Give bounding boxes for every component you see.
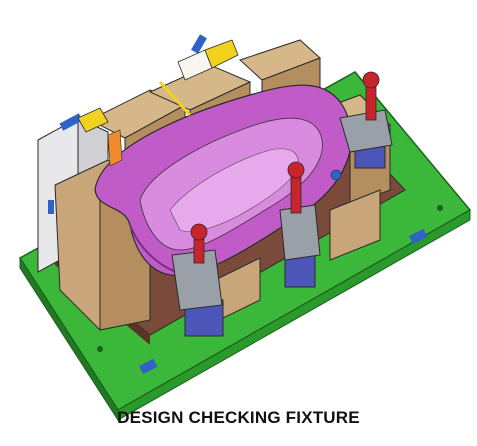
figure-caption: DESIGN CHECKING FIXTURE [117, 408, 360, 427]
toggle-clamp-center [279, 161, 321, 288]
toggle-clamp-right [330, 71, 393, 181]
part-surface [94, 84, 353, 277]
toggle-clamp-left [171, 223, 224, 337]
locating-pins [59, 34, 239, 167]
